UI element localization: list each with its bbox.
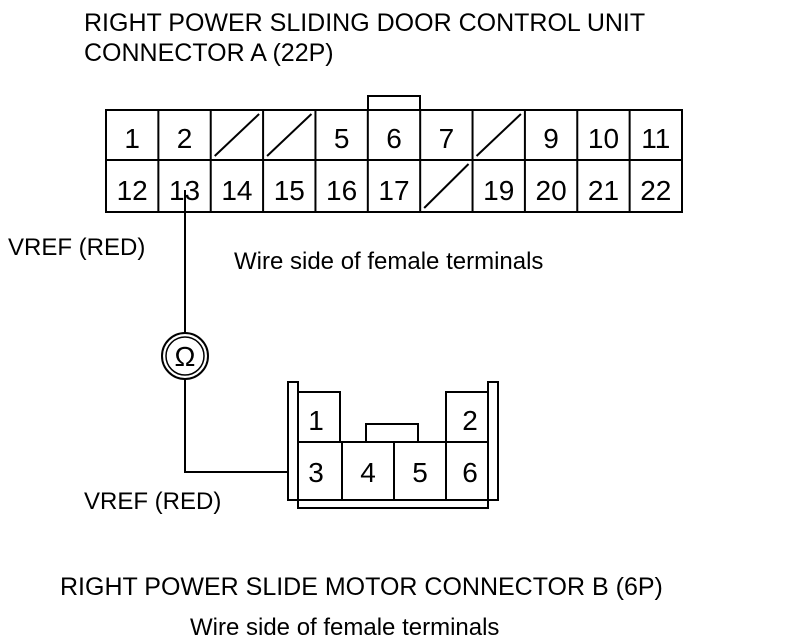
terminal-b-6: 6 xyxy=(462,457,478,488)
terminal-a-22: 22 xyxy=(640,175,671,206)
terminal-a-12: 12 xyxy=(117,175,148,206)
terminal-a-20: 20 xyxy=(536,175,567,206)
connector-a xyxy=(105,95,683,213)
empty-cavity-slash xyxy=(266,113,313,157)
terminal-a-17: 17 xyxy=(378,175,409,206)
connector-b xyxy=(287,381,499,509)
ohmmeter-icon xyxy=(161,332,209,380)
terminal-a-1: 1 xyxy=(124,123,140,154)
terminal-b-5: 5 xyxy=(412,457,428,488)
terminal-b-4: 4 xyxy=(360,457,376,488)
terminal-a-11: 11 xyxy=(641,123,670,154)
terminal-a-5: 5 xyxy=(334,123,350,154)
terminal-a-14: 14 xyxy=(221,175,252,206)
connector-b-title: RIGHT POWER SLIDE MOTOR CONNECTOR B (6P) xyxy=(60,573,663,601)
connector-a-subtitle: Wire side of female terminals xyxy=(234,248,544,275)
empty-cavity-slash xyxy=(475,113,522,157)
terminal-b-2: 2 xyxy=(462,405,478,436)
connector-b-subtitle: Wire side of female terminals xyxy=(190,614,500,641)
terminal-a-9: 9 xyxy=(543,123,559,154)
terminal-a-7: 7 xyxy=(439,123,455,154)
terminal-a-2: 2 xyxy=(177,123,193,154)
terminal-a-19: 19 xyxy=(483,175,514,206)
probe-b-label: VREF (RED) xyxy=(84,488,222,515)
test-wire xyxy=(184,190,292,473)
empty-cavity-slash xyxy=(214,113,260,157)
connector-a-title-line2: CONNECTOR A (22P) xyxy=(84,39,334,67)
terminal-a-6: 6 xyxy=(386,123,402,154)
terminal-a-16: 16 xyxy=(326,175,357,206)
terminal-a-10: 10 xyxy=(588,123,619,154)
connector-b-terminals: 1 2 3 4 5 6 xyxy=(308,405,478,488)
connector-a-grid xyxy=(106,110,682,212)
connector-a-title: RIGHT POWER SLIDING DOOR CONTROL UNIT CO… xyxy=(84,8,645,68)
terminal-a-21: 21 xyxy=(588,175,619,206)
terminal-b-3: 3 xyxy=(308,457,324,488)
empty-cavity-slash xyxy=(423,163,470,209)
ohm-glyph: Ω xyxy=(175,341,196,372)
connector-b-lock-tab xyxy=(365,423,419,443)
connector-a-title-line1: RIGHT POWER SLIDING DOOR CONTROL UNIT xyxy=(84,9,646,37)
terminal-b-1: 1 xyxy=(308,405,324,436)
terminal-a-15: 15 xyxy=(274,175,305,206)
probe-a-label: VREF (RED) xyxy=(8,234,146,261)
ohmmeter-symbol: Ω xyxy=(161,332,209,380)
